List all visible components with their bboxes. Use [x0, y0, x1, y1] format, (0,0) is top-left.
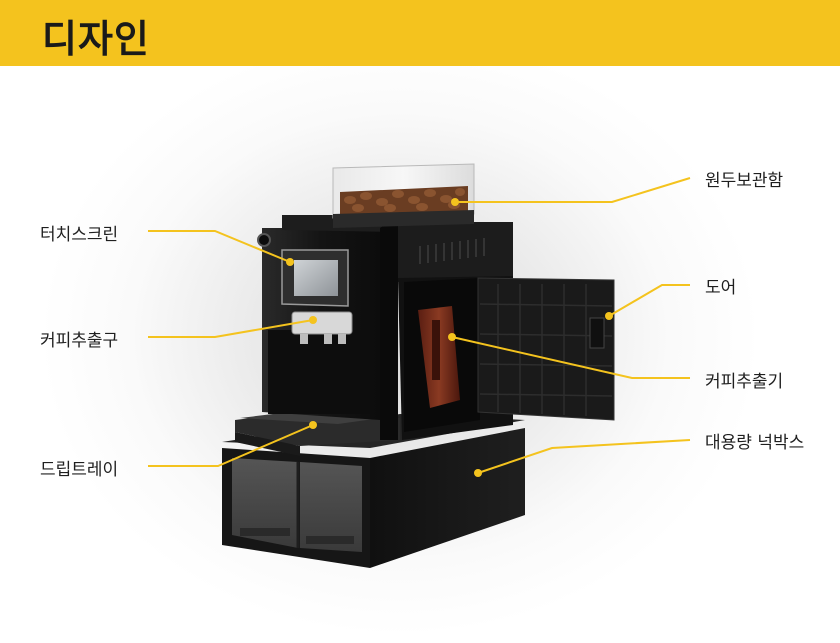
coffee-spout: [291, 311, 353, 344]
callout-dots: [286, 198, 613, 477]
label-brewer: 커피추출기: [705, 372, 784, 392]
bean-hopper: [332, 163, 475, 228]
label-coffee-spout: 커피추출구: [40, 331, 119, 351]
label-drip-tray: 드립트레이: [40, 460, 119, 480]
callout-lines: [148, 177, 691, 474]
brew-unit-bay: [404, 278, 480, 432]
label-waste-box: 대용량 넉박스: [705, 433, 805, 453]
touch-screen: [281, 249, 349, 307]
door-panel: [477, 277, 615, 421]
label-bean-hopper: 원두보관함: [705, 171, 784, 191]
label-door: 도어: [705, 278, 737, 298]
label-touchscreen: 터치스크린: [40, 225, 119, 245]
page-title: 디자인: [42, 17, 150, 61]
header-bar: 디자인: [0, 0, 840, 66]
